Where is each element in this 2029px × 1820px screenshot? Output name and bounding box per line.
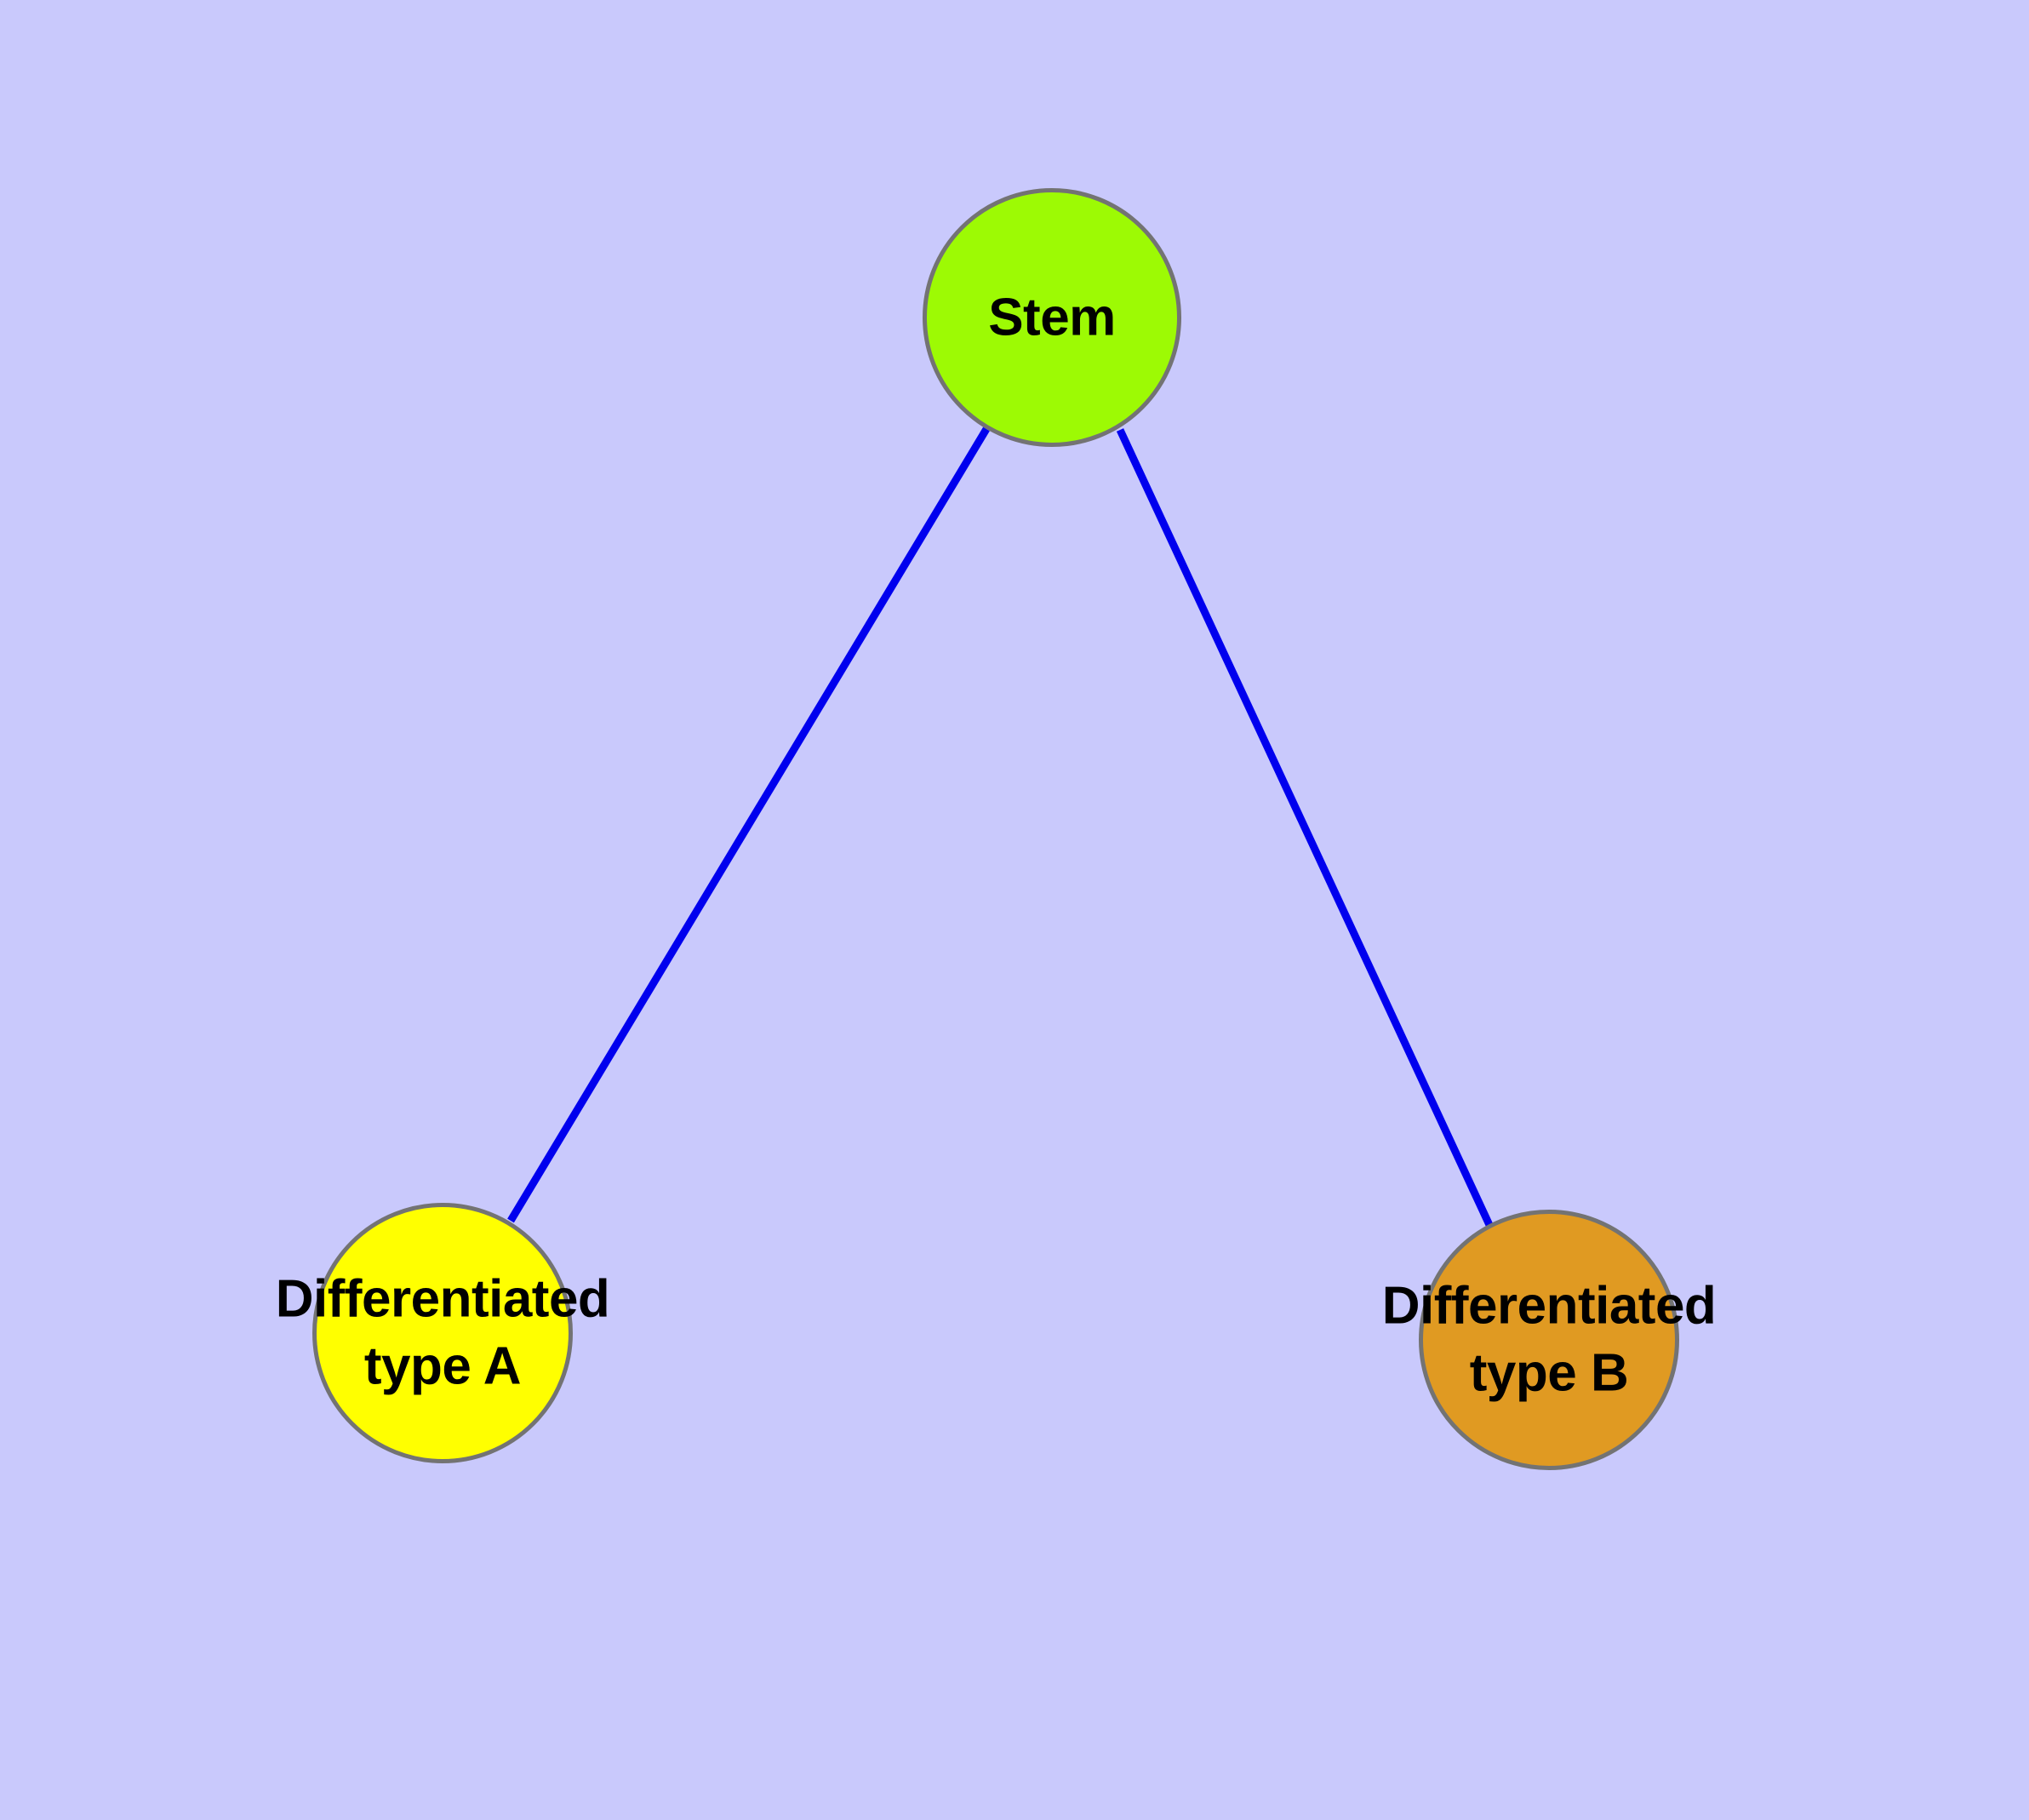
node-differentiated-type-a-circle bbox=[312, 1203, 573, 1463]
node-stem-circle bbox=[923, 188, 1181, 447]
node-differentiated-type-b-circle bbox=[1419, 1210, 1679, 1470]
node-differentiated-type-a[interactable]: Differentiated type A bbox=[276, 1203, 610, 1463]
edge-stem-to-differentiated-type-a[interactable] bbox=[507, 426, 990, 1223]
node-differentiated-type-b[interactable]: Differentiated type B bbox=[1382, 1210, 1717, 1470]
edge-stem-to-differentiated-type-b[interactable] bbox=[1116, 428, 1494, 1227]
node-stem[interactable]: Stem bbox=[923, 188, 1181, 447]
